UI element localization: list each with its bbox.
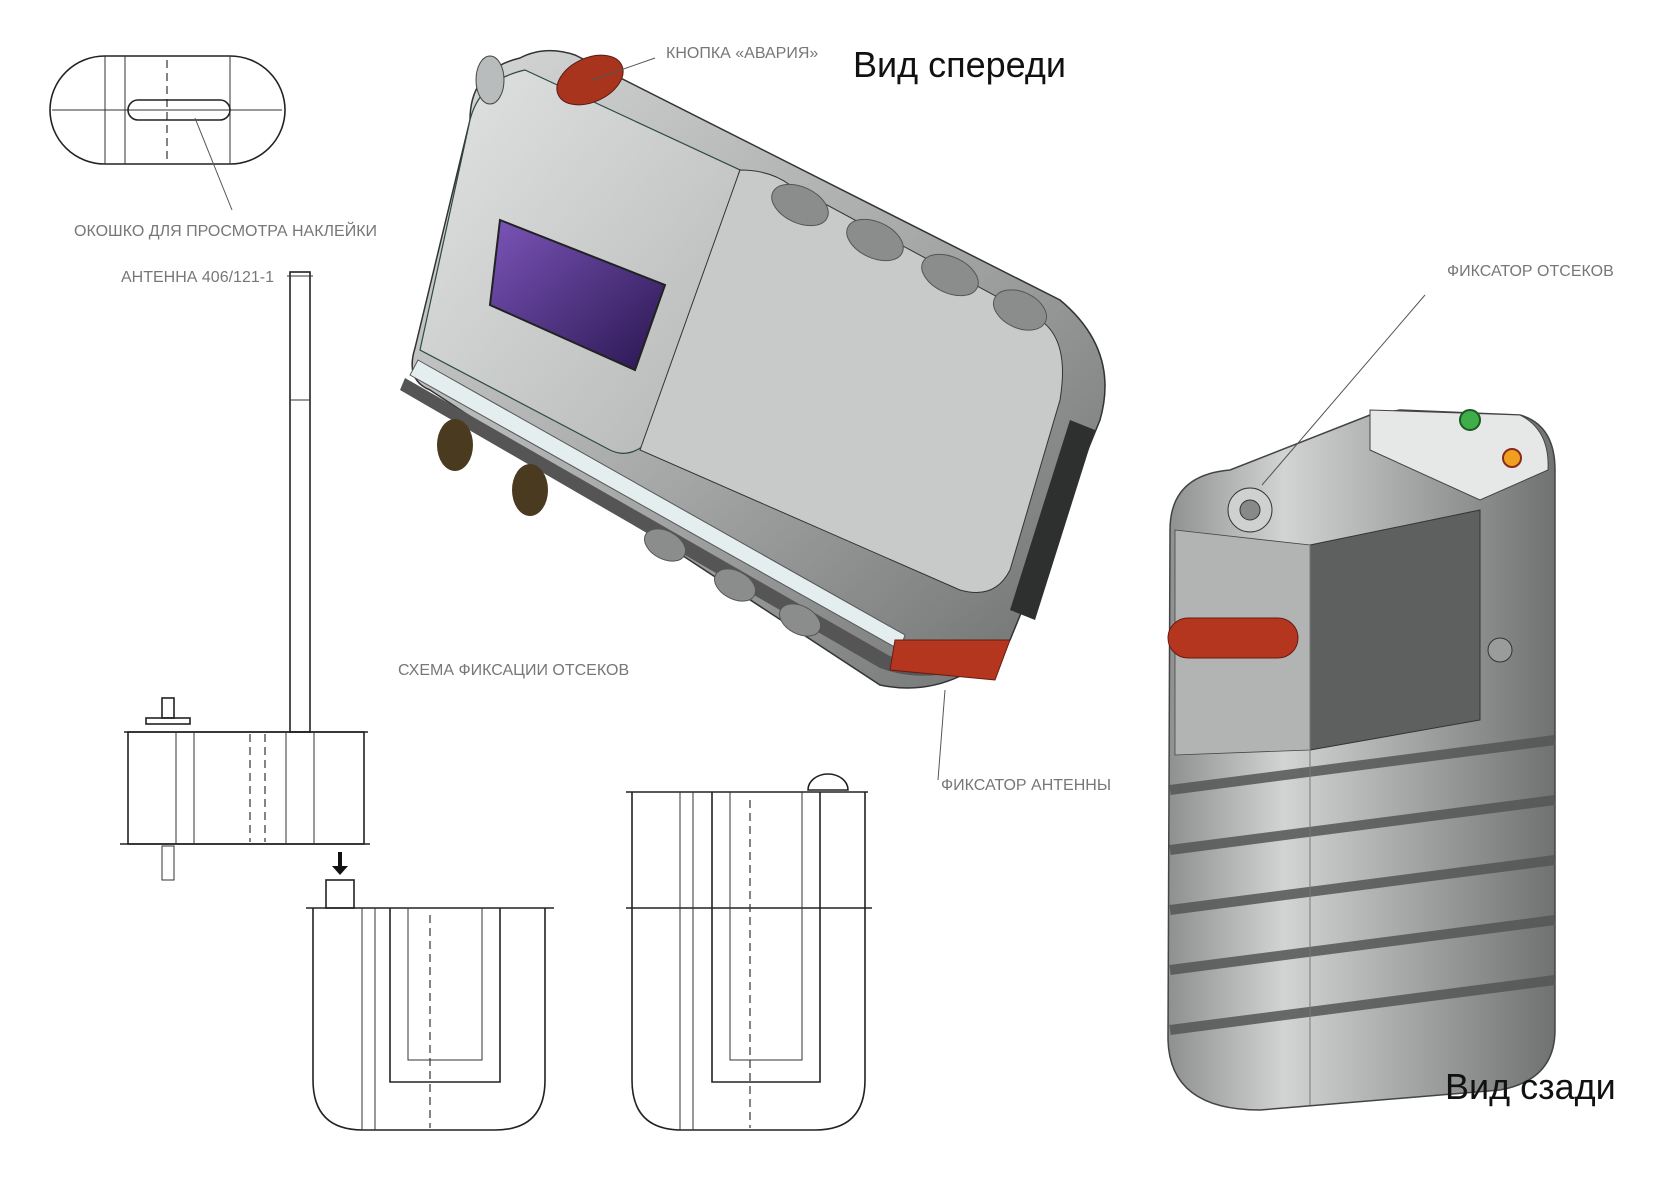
compartment-lock-label: ФИКСАТОР ОТСЕКОВ bbox=[1447, 263, 1614, 280]
green-led-icon bbox=[1459, 409, 1481, 431]
sticker-window-label: ОКОШКО ДЛЯ ПРОСМОТРА НАКЛЕЙКИ bbox=[74, 221, 377, 240]
sticker-window-drawing bbox=[49, 55, 286, 211]
emergency-button[interactable] bbox=[549, 45, 631, 114]
rear-view-title: Вид сзади bbox=[1445, 1066, 1616, 1107]
compartment-drawing-right bbox=[626, 773, 872, 1131]
compartment-scheme-label: СХЕМА ФИКСАЦИИ ОТСЕКОВ bbox=[398, 662, 629, 679]
emergency-button-label: КНОПКА «АВАРИЯ» bbox=[666, 45, 818, 62]
screw-icon bbox=[1487, 637, 1513, 663]
emergency-button-rear[interactable] bbox=[1167, 617, 1299, 659]
antenna-lock[interactable] bbox=[889, 639, 1011, 681]
sticker-window bbox=[488, 218, 667, 372]
device-front-view bbox=[400, 45, 1106, 781]
front-view-title: Вид спереди bbox=[853, 44, 1066, 85]
antenna-lock-label: ФИКСАТОР АНТЕННЫ bbox=[941, 777, 1111, 794]
orange-led-icon bbox=[1502, 448, 1522, 468]
compartment-drawing-left bbox=[306, 879, 554, 1131]
down-arrow-icon bbox=[332, 852, 348, 875]
antenna-label: АНТЕННА 406/121-1 bbox=[121, 269, 274, 286]
antenna-assembly-drawing bbox=[120, 271, 370, 881]
device-rear-view bbox=[1167, 294, 1556, 1111]
